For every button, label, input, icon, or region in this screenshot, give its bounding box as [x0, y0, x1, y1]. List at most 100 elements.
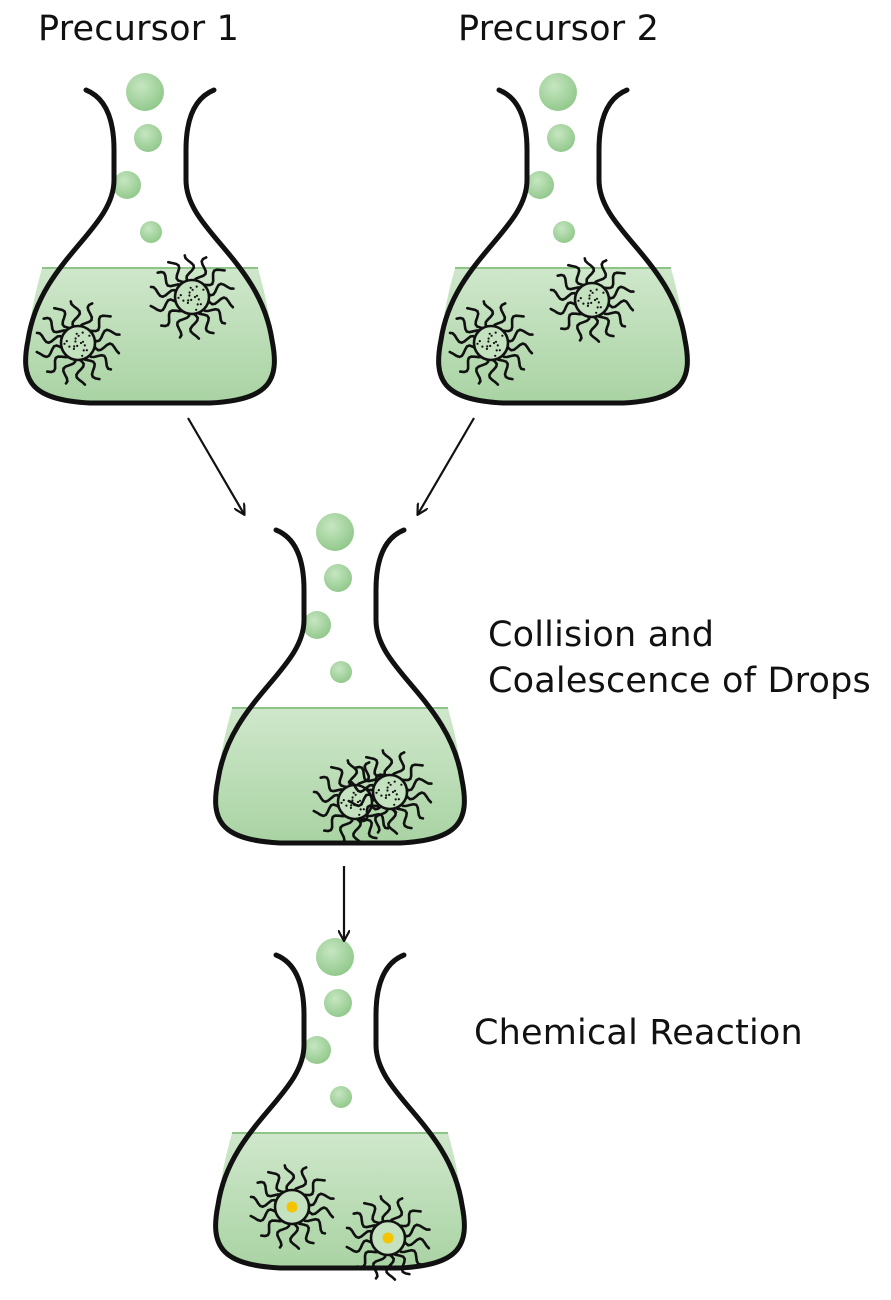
label-collision-line-1: Collision and: [488, 615, 715, 655]
precursor-dot: [359, 808, 362, 811]
precursor-dot: [599, 306, 602, 309]
precursor-dot: [356, 800, 360, 804]
precursor-dot: [375, 791, 378, 794]
precursor-dot: [595, 297, 599, 300]
micelle-tail: [35, 331, 64, 345]
precursor-dot: [349, 806, 352, 809]
micelle-tail: [189, 311, 201, 340]
micelle-tail: [260, 1219, 285, 1238]
precursor-dot: [199, 303, 202, 306]
micelle-tail: [323, 814, 348, 833]
micelle-tail: [491, 302, 507, 328]
precursor-dot: [386, 786, 389, 789]
precursor-dot: [586, 304, 589, 307]
flask-reaction: [213, 938, 467, 1281]
micelle-tail: [92, 328, 121, 343]
precursor-dot: [195, 294, 199, 297]
precursor-dot: [188, 291, 191, 294]
gas-bubble: [539, 73, 577, 111]
precursor-dot: [358, 813, 361, 816]
micelle-tail: [592, 259, 608, 285]
micelle-tail: [292, 1166, 308, 1192]
precursor-dot: [377, 789, 380, 792]
precursor-dot: [196, 303, 199, 306]
micelle-tail: [347, 793, 377, 808]
micelle-tail: [397, 1248, 423, 1266]
precursor-dot: [588, 297, 591, 300]
micelle-tail: [301, 1217, 327, 1235]
micelle-tail: [387, 806, 399, 835]
micelle-tail: [391, 1252, 411, 1276]
micelle-tail: [589, 314, 601, 343]
precursor-dot: [182, 299, 185, 302]
precursor-dot: [595, 288, 598, 291]
micelle-tail: [69, 300, 82, 329]
micelle-tail: [160, 309, 185, 328]
micelle-tail: [283, 1164, 296, 1193]
precursor-dot: [191, 288, 194, 291]
micelle-tail: [404, 791, 433, 804]
precursor-dot: [350, 804, 353, 807]
gas-bubble: [330, 661, 352, 683]
micelle-tail: [379, 1195, 392, 1224]
precursor-dot: [393, 789, 397, 792]
precursor-dot: [490, 334, 493, 337]
precursor-dot: [487, 340, 490, 343]
micelle-tail: [399, 802, 425, 820]
precursor-dot: [494, 331, 497, 334]
micelle-tail: [330, 765, 350, 789]
micelle-tail: [466, 306, 486, 330]
gas-bubble: [316, 938, 354, 976]
flask-outline: [213, 952, 467, 1271]
micelle-tail: [206, 296, 235, 309]
micelle-tail: [583, 257, 596, 286]
label-collision-coalescence: Collision and Coalescence of Drops: [488, 612, 871, 704]
micelle-tail: [567, 263, 587, 287]
micelle-tail: [355, 761, 371, 787]
precursor-dot: [188, 294, 191, 297]
precursor-dot: [395, 793, 398, 796]
precursor-dot: [486, 345, 489, 348]
precursor-dot: [195, 285, 198, 288]
precursor-dot: [340, 801, 343, 804]
precursor-dot: [582, 302, 585, 305]
micelle-tail: [606, 285, 635, 300]
gas-bubble: [303, 1036, 331, 1064]
micelle-tail: [42, 316, 69, 334]
micelle-tail: [549, 288, 578, 302]
micelle-tail: [35, 344, 65, 359]
precursor-dot: [393, 803, 396, 806]
gas-bubble: [324, 564, 352, 592]
reactant-micelle: [549, 257, 635, 343]
flask-outline: [213, 527, 467, 846]
precursor-dot: [380, 794, 383, 797]
precursor-dot: [596, 306, 599, 309]
precursor-dot: [485, 347, 488, 350]
micelle-tail: [549, 301, 579, 316]
micelle-tail: [312, 803, 342, 818]
precursor-dot: [358, 799, 362, 802]
precursor-dot: [72, 347, 75, 350]
arrow-precursor-2-to-coalescence: [418, 417, 475, 514]
precursor-dot: [591, 291, 594, 294]
precursor-dot: [202, 288, 205, 291]
micelle-tail: [372, 1252, 387, 1280]
gas-bubble: [330, 1086, 352, 1108]
precursor-dot: [593, 298, 597, 302]
flask-outline: [436, 87, 690, 406]
micelle-tail: [448, 344, 478, 359]
flask-liquid: [215, 708, 465, 843]
flask-liquid: [25, 268, 275, 403]
precursor-dot: [489, 344, 492, 347]
micelle-tail: [358, 804, 383, 823]
micelle-core: [573, 281, 611, 319]
precursor-dot: [476, 342, 479, 345]
micelle-tail: [352, 816, 364, 845]
micelle-tail: [289, 1221, 301, 1250]
micelle-tail: [606, 299, 635, 312]
gas-bubble: [324, 989, 352, 1017]
micelle-tail: [388, 1197, 404, 1223]
micelle-tail: [306, 1206, 335, 1219]
precursor-dot: [197, 298, 200, 301]
